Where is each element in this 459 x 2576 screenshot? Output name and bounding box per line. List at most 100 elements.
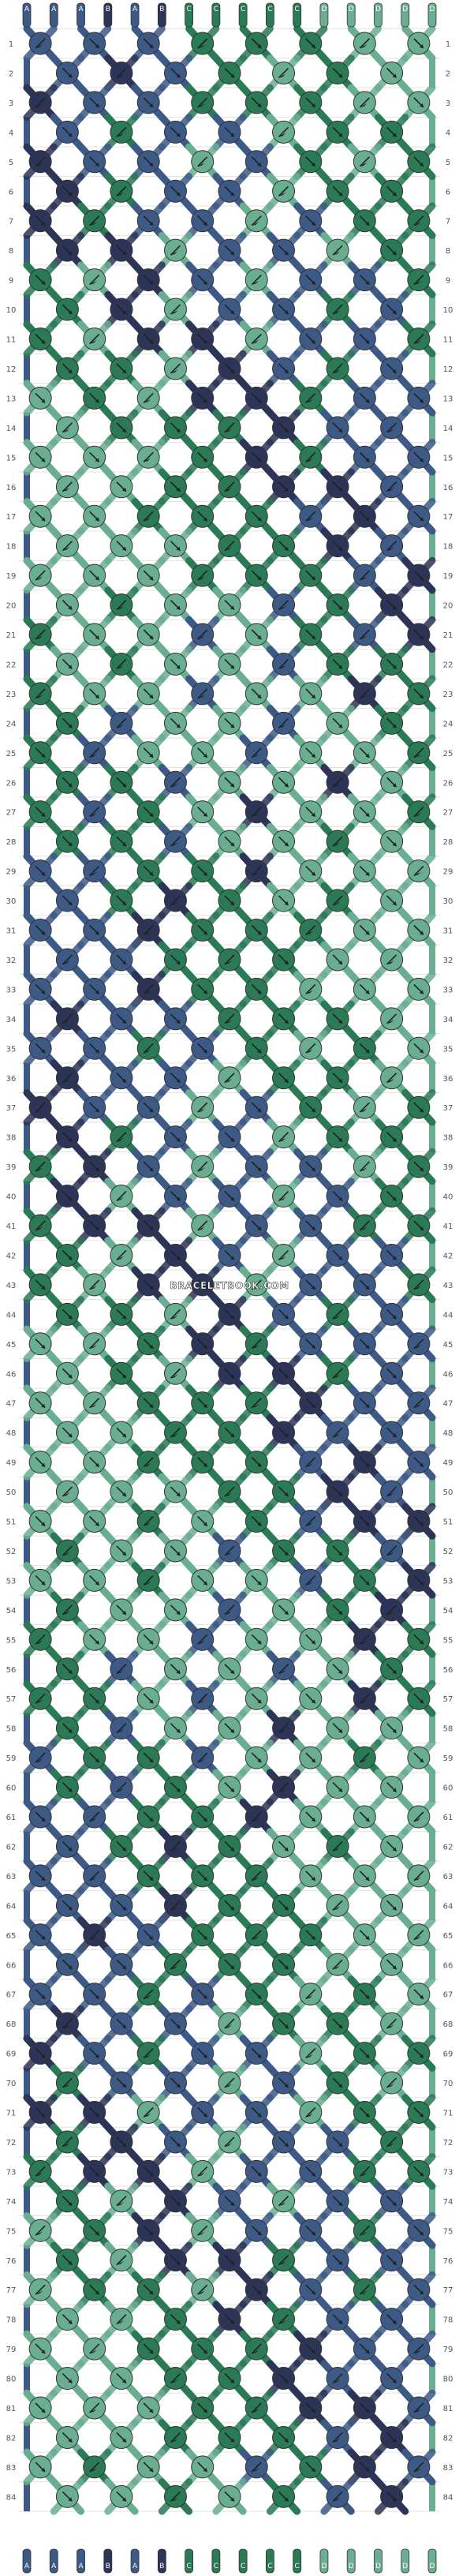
arrow-head-icon xyxy=(413,1876,421,1881)
knot-arrow-icon xyxy=(386,1486,397,1497)
arrow-head-icon xyxy=(149,753,154,758)
knot xyxy=(293,675,328,713)
knot xyxy=(212,1059,247,1096)
knot xyxy=(239,1030,274,1067)
knot xyxy=(212,1887,247,1924)
strand-letter: A xyxy=(132,2563,138,2570)
knot xyxy=(23,1975,58,2012)
arrow-head-icon xyxy=(360,2172,368,2177)
arrow-head-icon xyxy=(360,1226,368,1230)
knot-layer xyxy=(23,24,436,2515)
knot xyxy=(239,1679,274,1717)
knot-arrow-icon xyxy=(143,1043,154,1054)
arrow-head-icon xyxy=(252,280,259,285)
arrow-head-icon xyxy=(149,871,154,876)
knot xyxy=(158,2182,193,2220)
arrow-head-icon xyxy=(338,2260,343,2265)
knot xyxy=(347,1384,382,1421)
strand-letter: C xyxy=(241,6,245,13)
row-number-right: 31 xyxy=(443,927,453,936)
arrow-head-icon xyxy=(311,2290,315,2295)
row-number-left: 22 xyxy=(6,661,17,669)
knot-arrow-icon xyxy=(89,275,100,286)
knot-arrow-icon xyxy=(197,1634,208,1645)
strand-start: A xyxy=(22,2,32,28)
knot-arrow-icon xyxy=(359,1693,370,1704)
knot xyxy=(185,1679,220,1717)
arrow-head-icon xyxy=(392,2201,397,2206)
knot xyxy=(50,586,85,623)
knot xyxy=(23,734,58,772)
knot xyxy=(239,1857,274,1895)
strand-tail xyxy=(76,2,85,28)
arrow-head-icon xyxy=(35,635,43,639)
arrow-head-icon xyxy=(68,1906,73,1911)
arrow-head-icon xyxy=(170,1906,178,1911)
knot-arrow-icon xyxy=(305,2106,316,2118)
knot xyxy=(212,1650,247,1687)
knot xyxy=(347,1916,382,1954)
arrow-head-icon xyxy=(392,133,397,137)
knot xyxy=(131,1325,166,1363)
knot xyxy=(320,1178,355,1215)
knot xyxy=(185,852,220,889)
knot xyxy=(212,882,247,919)
knot xyxy=(104,2360,139,2397)
arrow-head-icon xyxy=(35,44,43,48)
knot xyxy=(266,1237,301,1274)
knot xyxy=(131,497,166,535)
knot xyxy=(104,231,139,269)
arrow-head-icon xyxy=(413,2467,421,2472)
row-number-right: 73 xyxy=(443,2168,453,2177)
arrow-head-icon xyxy=(116,73,124,78)
arrow-head-icon xyxy=(419,2054,424,2058)
arrow-head-icon xyxy=(360,635,368,639)
knot-arrow-icon xyxy=(413,1870,424,1881)
knot xyxy=(50,1059,85,1096)
row-number-right: 63 xyxy=(443,1873,453,1881)
arrow-head-icon xyxy=(419,1699,424,1704)
knot xyxy=(293,1384,328,1421)
knot xyxy=(185,2389,220,2427)
arrow-head-icon xyxy=(203,221,207,226)
strand-letter: D xyxy=(349,2563,354,2570)
arrow-head-icon xyxy=(149,280,154,285)
knot-arrow-icon xyxy=(278,1190,289,1202)
arrow-head-icon xyxy=(116,1256,124,1260)
knot xyxy=(320,1355,355,1392)
knot xyxy=(293,852,328,889)
arrow-head-icon xyxy=(35,1699,43,1704)
strand-tail xyxy=(76,2548,85,2574)
arrow-head-icon xyxy=(41,517,46,522)
knot xyxy=(77,202,112,239)
knot xyxy=(23,1562,58,1599)
row-number-left: 66 xyxy=(6,1961,17,1970)
knot xyxy=(347,852,382,889)
arrow-head-icon xyxy=(230,73,234,78)
knot xyxy=(293,320,328,358)
knot-arrow-icon xyxy=(413,275,424,286)
knot xyxy=(401,24,436,62)
row-number-left: 33 xyxy=(6,986,17,994)
knot xyxy=(293,971,328,1008)
arrow-head-icon xyxy=(333,1965,341,1970)
arrow-head-icon xyxy=(230,1374,234,1379)
knot xyxy=(320,54,355,92)
row-number-right: 49 xyxy=(443,1459,453,1468)
arrow-head-icon xyxy=(203,2467,207,2472)
arrow-head-icon xyxy=(68,783,73,788)
knot xyxy=(158,173,193,210)
knot-arrow-icon xyxy=(89,1930,100,1941)
arrow-head-icon xyxy=(230,2260,234,2265)
knot xyxy=(212,114,247,151)
knot xyxy=(374,1118,409,1155)
row-number-left: 76 xyxy=(6,2257,17,2266)
arrow-head-icon xyxy=(170,2379,178,2383)
arrow-head-icon xyxy=(284,2084,289,2088)
row-number-left: 7 xyxy=(9,218,13,227)
arrow-head-icon xyxy=(419,1462,424,1467)
arrow-head-icon xyxy=(338,192,343,197)
knot xyxy=(77,852,112,889)
arrow-head-icon xyxy=(225,546,232,551)
strand-tail xyxy=(427,2,437,28)
